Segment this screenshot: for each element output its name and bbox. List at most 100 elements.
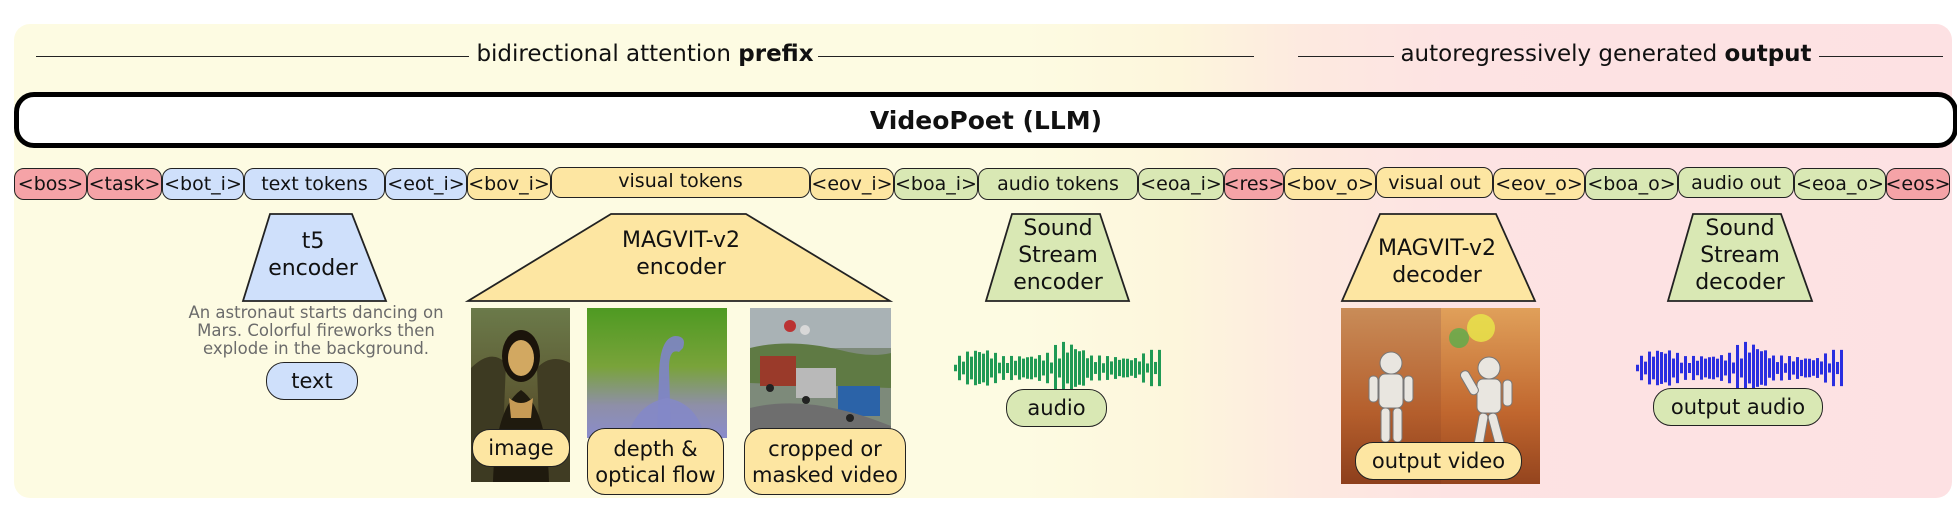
audio-wave-out-bar	[1748, 352, 1751, 384]
token-eoa-i-label: <eoa_i>	[1140, 173, 1222, 195]
audio-wave-in-bar	[1042, 360, 1045, 376]
audio-wave-out-bar	[1752, 344, 1755, 392]
token-bov-i: <bov_i>	[467, 168, 551, 200]
audio-wave-in-bar	[1074, 349, 1077, 387]
audio-wave-in-bar	[1066, 352, 1069, 384]
audio-wave-in-bar	[1010, 355, 1013, 381]
audio-wave-in-bar	[1026, 357, 1029, 379]
token-eot-i: <eot_i>	[385, 168, 467, 200]
t5-encoder-shape	[241, 213, 388, 302]
magvit-encoder-shape	[464, 213, 894, 302]
token-bos: <bos>	[14, 168, 87, 200]
audio-wave-in-bar	[954, 364, 957, 372]
audio-wave-in-bar	[986, 350, 989, 386]
audio-wave-in-bar	[1126, 358, 1129, 378]
audio-wave-in-bar	[1082, 350, 1085, 386]
token-boa-o-label: <boa_o>	[1587, 173, 1676, 195]
token-eoa-o-label: <eoa_o>	[1796, 173, 1884, 195]
token-eov-i-label: <eov_i>	[811, 173, 893, 195]
audio-wave-out-bar	[1840, 349, 1843, 387]
audio-wave-in-bar	[1022, 358, 1025, 378]
audio-wave-out-bar	[1764, 350, 1767, 386]
audio-wave-out-bar	[1684, 356, 1687, 380]
prefix-header-bold: prefix	[738, 41, 814, 67]
audio-wave-in-bar	[1102, 363, 1105, 373]
token-task-label: <task>	[88, 173, 161, 195]
audio-wave-out-bar	[1688, 362, 1691, 374]
audio-wave-out-bar	[1652, 356, 1655, 380]
audio-wave-out-bar	[1744, 341, 1747, 395]
token-bot-i-label: <bot_i>	[164, 173, 242, 195]
audio-wave-in-bar	[1134, 358, 1137, 378]
token-bov-o: <bov_o>	[1284, 168, 1376, 200]
token-eov-o-label: <eov_o>	[1495, 173, 1583, 195]
audio-wave-out-bar	[1832, 349, 1835, 387]
image-label-text: image	[488, 436, 554, 460]
audio-waveform-out	[1636, 341, 1843, 395]
audio-wave-in-bar	[1098, 355, 1101, 381]
audio-wave-in-bar	[1046, 352, 1049, 384]
audio-wave-out-bar	[1768, 358, 1771, 378]
output-audio-label-text: output audio	[1670, 395, 1806, 419]
audio-wave-in-bar	[1034, 358, 1037, 378]
audio-wave-out-bar	[1828, 363, 1831, 373]
audio-wave-in-bar	[1086, 358, 1089, 378]
audio-wave-in-bar	[962, 361, 965, 375]
token-boa-o: <boa_o>	[1585, 168, 1678, 200]
token-text-tokens: text tokens	[244, 168, 385, 200]
llm-label: VideoPoet (LLM)	[869, 105, 1103, 135]
token-audio-tokens: audio tokens	[978, 168, 1138, 200]
audio-wave-in-bar	[1110, 361, 1113, 375]
token-eot-i-label: <eot_i>	[387, 173, 465, 195]
audio-wave-in-bar	[970, 356, 973, 380]
output-header: autoregressively generated output	[1400, 39, 1811, 69]
audio-wave-out-bar	[1812, 360, 1815, 376]
audio-wave-out-bar	[1736, 344, 1739, 392]
llm-box: VideoPoet (LLM)	[14, 92, 1957, 148]
audio-wave-out-bar	[1680, 362, 1683, 374]
audio-wave-out-bar	[1692, 355, 1695, 381]
token-boa-i: <boa_i>	[894, 168, 978, 200]
audio-wave-in-bar	[1122, 358, 1125, 378]
token-text-tokens-label: text tokens	[261, 173, 368, 195]
audio-wave-out-bar	[1648, 351, 1651, 385]
token-eoa-o: <eoa_o>	[1794, 168, 1886, 200]
audio-wave-in-bar	[1030, 356, 1033, 380]
audio-wave-in-bar	[1002, 356, 1005, 380]
audio-wave-out-bar	[1704, 358, 1707, 378]
audio-wave-in-bar	[966, 351, 969, 385]
audio-wave-in-bar	[1150, 349, 1153, 387]
audio-wave-out-bar	[1776, 362, 1779, 374]
soundstream-decoder-label: Sound Stream decoder	[1695, 216, 1785, 295]
audio-wave-out-bar	[1784, 363, 1787, 373]
audio-wave-in-bar	[994, 352, 997, 384]
audio-wave-out-bar	[1700, 356, 1703, 380]
audio-wave-in-bar	[1146, 363, 1149, 373]
audio-wave-out-bar	[1696, 360, 1699, 376]
audio-wave-out-bar	[1640, 355, 1643, 381]
audio-wave-in-bar	[1006, 362, 1009, 374]
audio-wave-in-bar	[1038, 355, 1041, 381]
audio-wave-out-bar	[1796, 357, 1799, 379]
token-bot-i: <bot_i>	[162, 168, 244, 200]
audio-wave-out-bar	[1660, 352, 1663, 384]
audio-wave-out-bar	[1760, 351, 1763, 385]
token-visual-out-label: visual out	[1388, 171, 1481, 194]
output-line-left	[1298, 56, 1394, 57]
token-visual-tokens: visual tokens	[551, 167, 810, 198]
magvit-decoder-shape	[1340, 213, 1537, 302]
audio-wave-out-bar	[1788, 356, 1791, 380]
audio-wave-in-bar	[1058, 358, 1061, 378]
token-task: <task>	[87, 168, 162, 200]
audio-wave-in-bar	[1138, 361, 1141, 375]
token-boa-i-label: <boa_i>	[895, 173, 977, 195]
audio-wave-out-bar	[1656, 350, 1659, 386]
token-eov-o: <eov_o>	[1493, 168, 1585, 200]
audio-wave-out-bar	[1728, 352, 1731, 384]
audio-wave-in-bar	[1106, 356, 1109, 380]
output-video-label: output video	[1355, 442, 1522, 480]
audio-wave-in-bar	[1070, 344, 1073, 392]
audio-wave-out-bar	[1672, 358, 1675, 378]
audio-wave-in-bar	[1154, 361, 1157, 375]
audio-wave-in-bar	[990, 358, 993, 378]
